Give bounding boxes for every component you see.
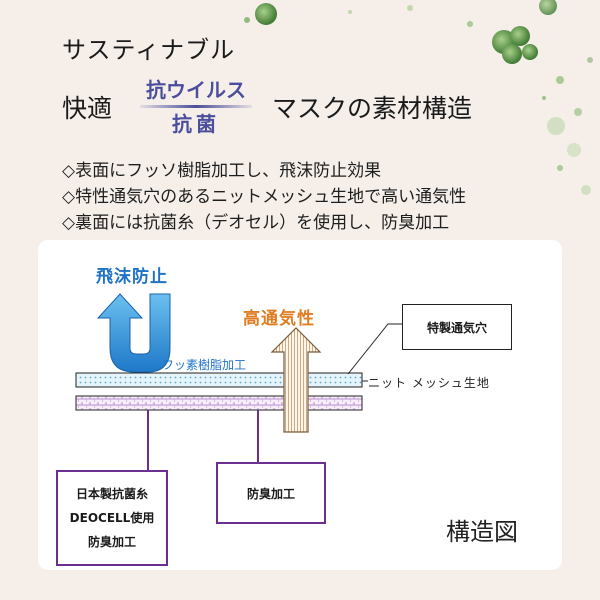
antibac-line: DEOCELL使用 [69,511,155,525]
vent-leader-line [347,323,402,375]
vent-hole-label: 特製通気穴 [426,320,487,335]
antiviral-badge: 抗ウイルス 抗菌 [130,75,262,140]
deodorant-box: 防臭加工 [216,462,326,524]
deodorant-label: 防臭加工 [246,486,295,501]
feature-item: ◇表面にフッソ樹脂加工し、飛沫防止効果 [62,161,382,181]
ventilation-label: 高通気性 [243,309,315,329]
u-turn-arrow-icon [96,293,171,373]
antibacterial-layer [75,395,363,411]
fluorine-coated-layer [75,372,363,388]
badge-top: 抗ウイルス [146,77,247,102]
badge-divider [140,104,253,108]
antibacterial-box: 日本製抗菌糸 DEOCELL使用 防臭加工 [56,470,168,566]
up-arrow-icon [270,327,322,433]
antibac-line: 防臭加工 [87,535,136,549]
antibac-line: 日本製抗菌糸 [75,487,148,501]
splash-prevention-label: 飛沫防止 [96,267,168,287]
feature-list: ◇表面にフッソ樹脂加工し、飛沫防止効果 ◇特性通気穴のあるニットメッシュ生地で高… [62,158,466,236]
diagram-caption: 構造図 [446,518,518,546]
badge-bottom: 抗菌 [172,111,221,136]
title-right: マスクの素材構造 [272,94,473,123]
feature-item: ◇裏面には抗菌糸（デオセル）を使用し、防臭加工 [62,213,450,233]
title-left: 快適 [62,94,113,123]
page-title: 快適 抗ウイルス 抗菌 マスクの素材構造 [62,72,472,142]
knit-mesh-label: ニット メッシュ生地 [368,376,490,390]
subtitle: サスティナブル [62,36,236,64]
structure-diagram [75,293,402,470]
fluorine-resin-label: フッ素樹脂加工 [162,358,247,372]
diagram-panel: 飛沫防止 高通気性 フッ素樹脂加工 ニット メッシュ生地 特製通気穴 日本製抗菌… [38,240,562,570]
feature-item: ◇特性通気穴のあるニットメッシュ生地で高い通気性 [62,187,467,207]
vent-hole-box: 特製通気穴 [402,304,512,350]
